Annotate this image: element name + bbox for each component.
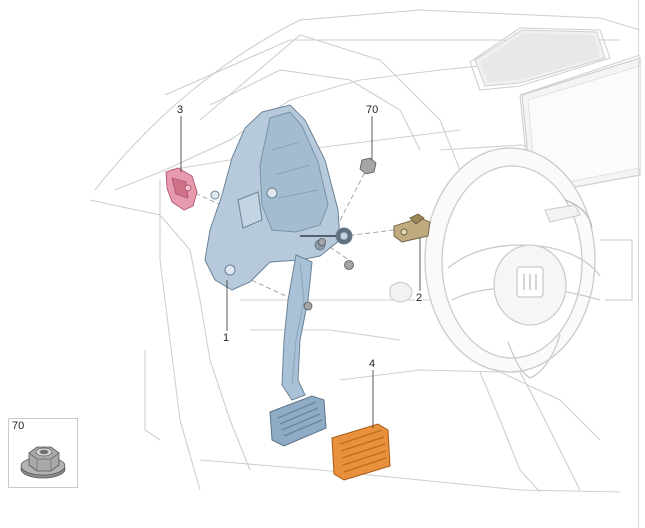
callout-clip[interactable]: 3	[176, 104, 185, 116]
callout-sensor[interactable]: 2	[415, 292, 424, 304]
leader-lines	[180, 115, 421, 428]
flange-nut-icon	[20, 446, 66, 479]
steering-stalks	[389, 204, 633, 303]
pedal-bracket-assembly	[204, 104, 353, 401]
display-screen	[521, 57, 641, 196]
steering-column	[479, 371, 581, 493]
inset-label: 70	[12, 420, 25, 432]
clip-part	[165, 167, 198, 211]
brake-pedal-pad	[269, 395, 327, 447]
callout-pedal-pad[interactable]: 4	[368, 358, 377, 370]
page-edge-rule	[638, 0, 639, 528]
callout-nut[interactable]: 70	[365, 104, 380, 116]
accelerator-pedal-pad	[331, 423, 391, 481]
callout-pedal-bracket[interactable]: 1	[222, 332, 231, 344]
sensor-part	[393, 213, 431, 243]
nut-parts	[303, 157, 377, 311]
steering-wheel	[424, 147, 601, 379]
nut-detail-inset[interactable]: 70	[8, 418, 78, 488]
speaker-grille	[474, 29, 606, 87]
